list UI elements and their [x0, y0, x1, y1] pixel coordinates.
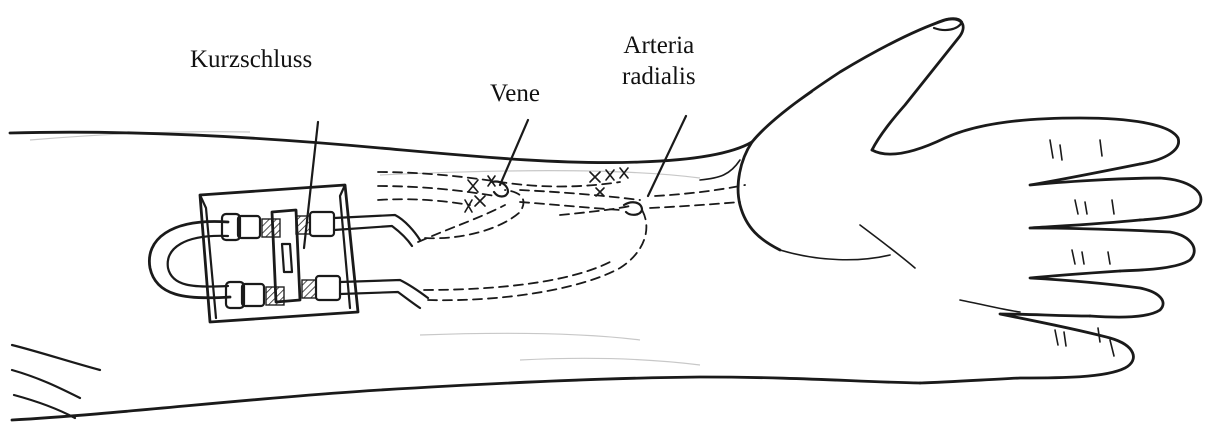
hand-outline	[700, 18, 1201, 383]
thumb	[752, 19, 963, 150]
shunt-device	[149, 185, 428, 322]
index-finger	[1030, 164, 1201, 220]
ring-finger	[1030, 271, 1163, 317]
connector-bottom-right	[302, 276, 340, 300]
paper-smudges	[30, 132, 700, 365]
artery-label-line2: radialis	[622, 61, 696, 92]
leader-vene	[500, 120, 528, 185]
arm-left-marks	[12, 345, 100, 418]
thumb-crease	[786, 92, 812, 110]
shunt-label: Kurzschluss	[190, 44, 312, 75]
arm-top-edge	[10, 132, 752, 162]
vessel-paths	[378, 172, 745, 300]
artery-label: Arteria radialis	[622, 30, 696, 93]
middle-finger	[1030, 220, 1194, 271]
arm-outline	[10, 132, 920, 420]
arm-bottom-edge	[12, 377, 920, 420]
little-finger	[920, 314, 1133, 383]
vein-label: Vene	[490, 78, 540, 109]
connector-top-right	[296, 212, 334, 236]
palm-edge	[738, 142, 780, 250]
leader-arteria	[648, 116, 686, 196]
artery-label-line1: Arteria	[622, 30, 696, 61]
tube-lower	[340, 280, 428, 298]
